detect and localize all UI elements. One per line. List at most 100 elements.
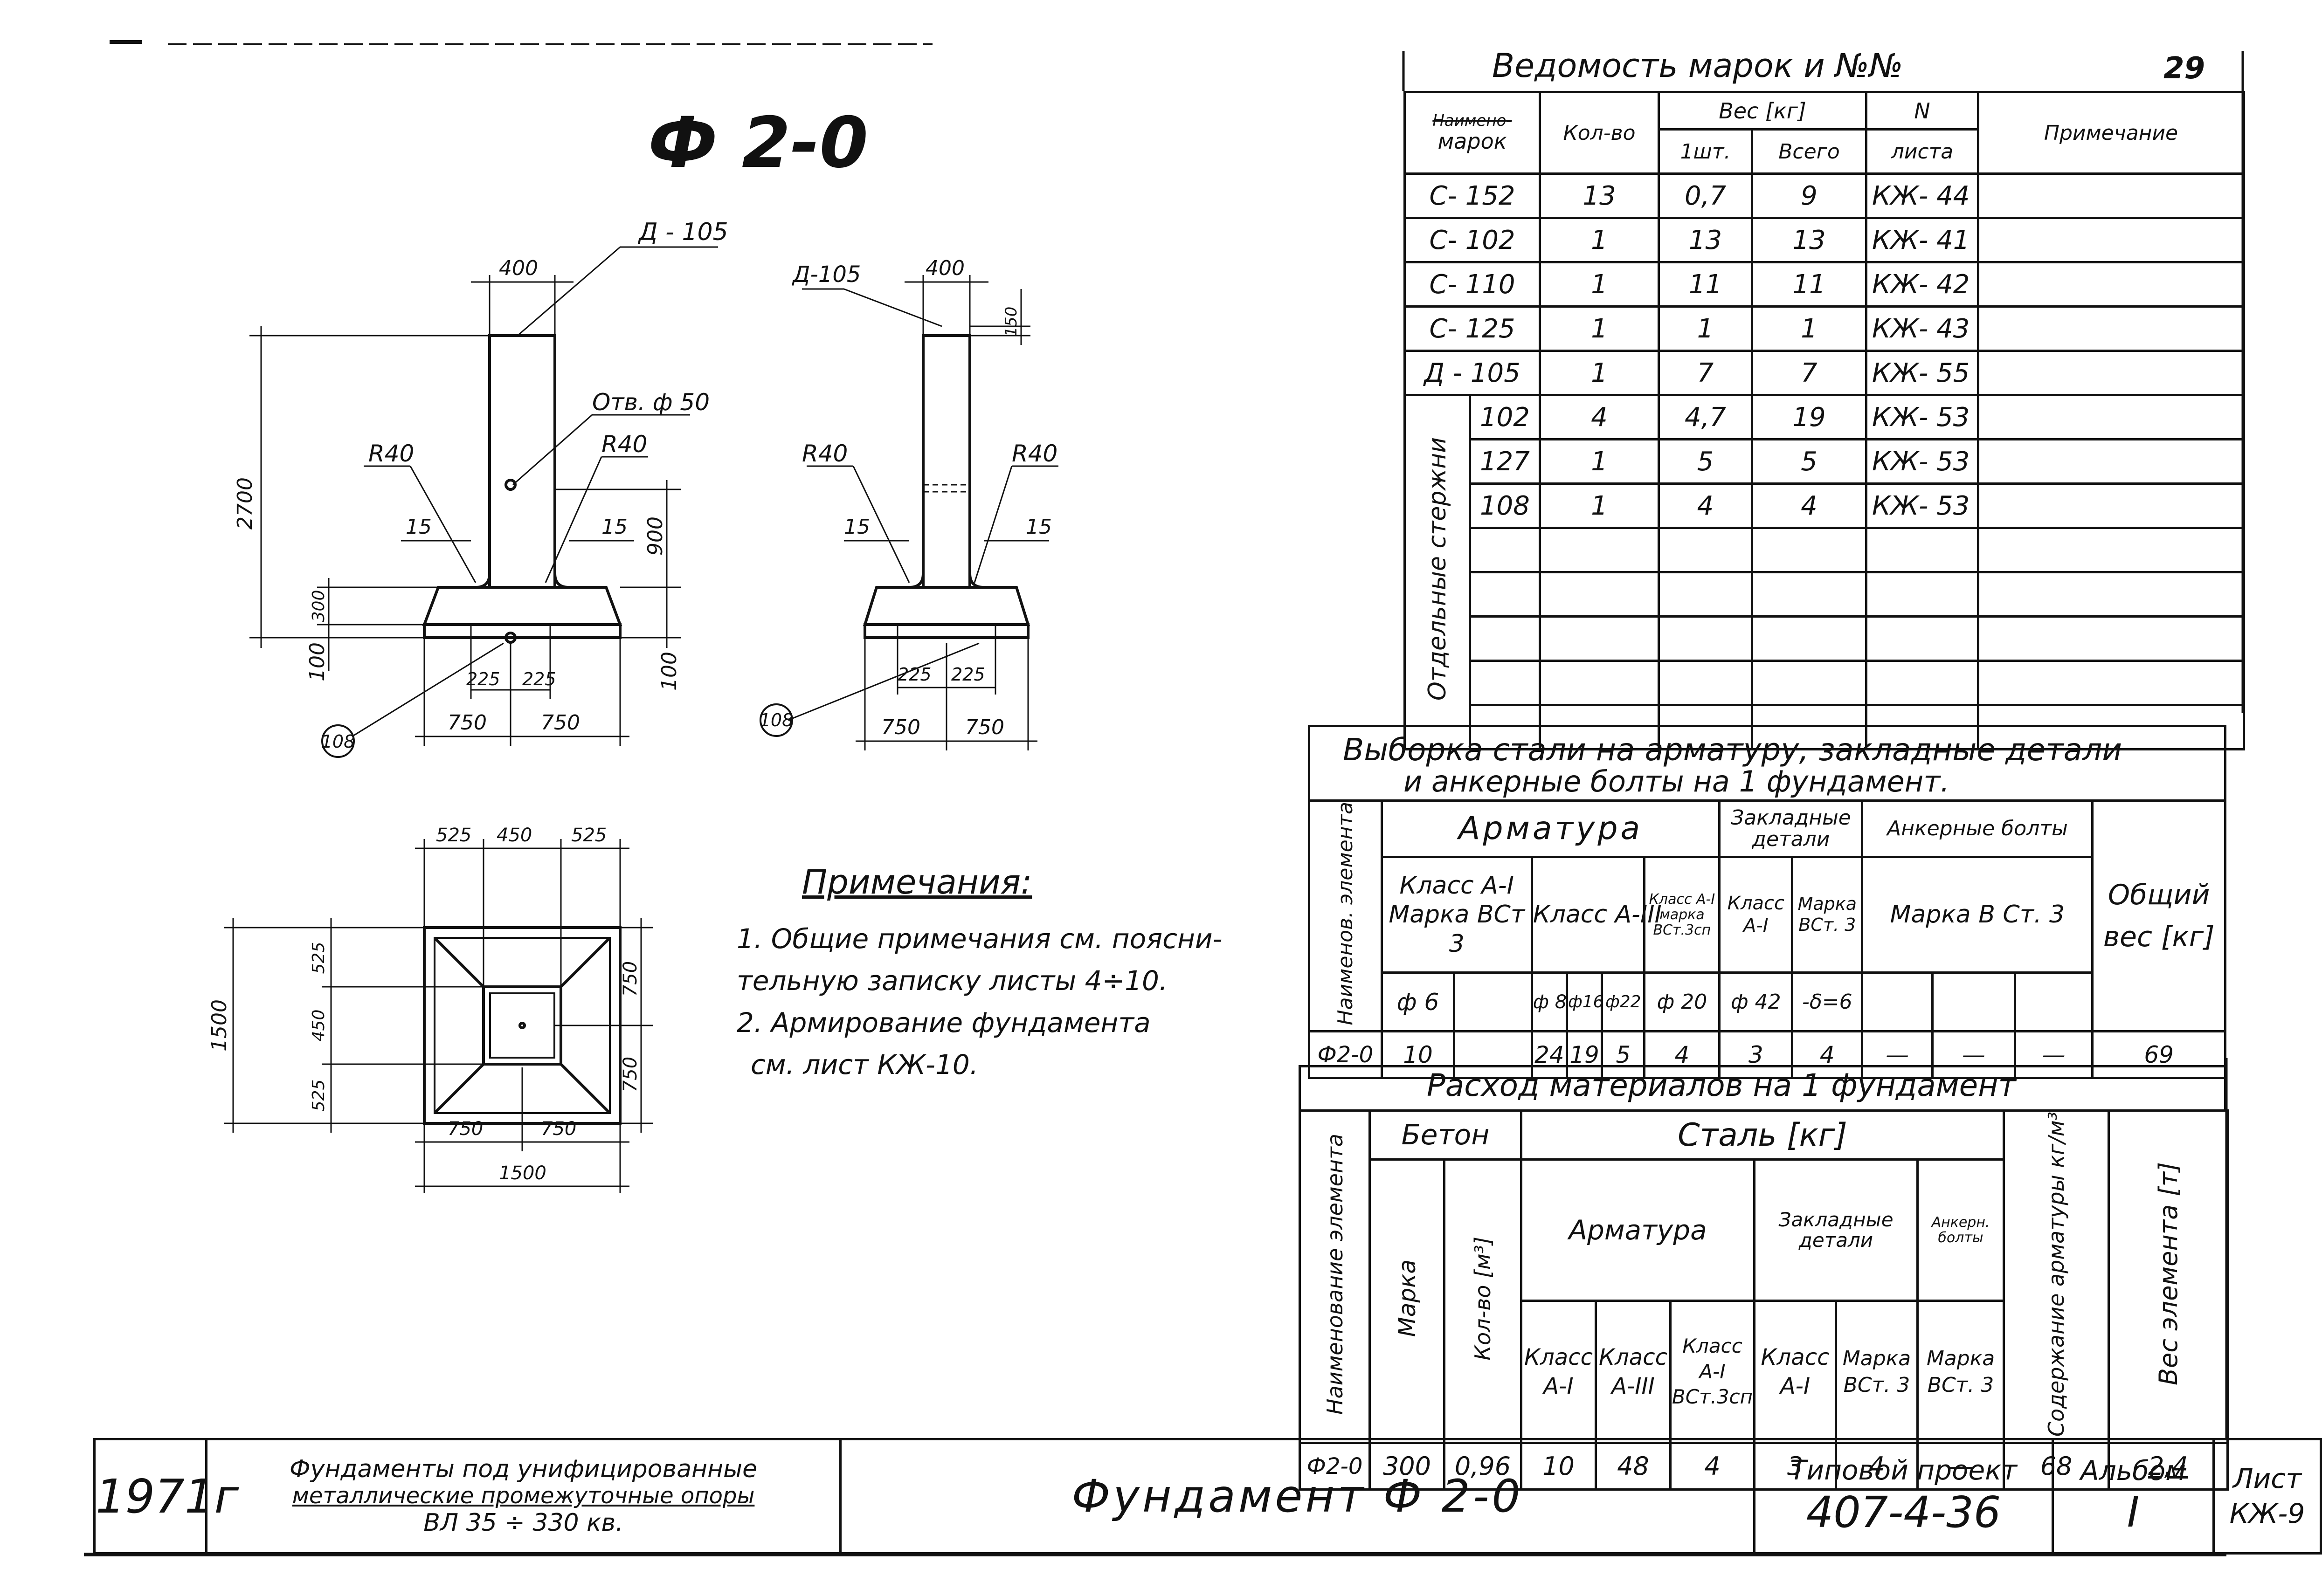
head-anchor: Анкерн. болты — [1916, 1158, 2005, 1302]
cell: 4,7 — [1658, 394, 1753, 440]
cell: КЖ- 53 — [1865, 394, 1979, 440]
cell: 1 — [1658, 305, 1753, 352]
cell — [1977, 482, 2245, 529]
dim-text: 400 — [499, 256, 538, 280]
head-steel: Сталь [кг] — [1520, 1109, 2005, 1161]
cell: С- 102 — [1403, 217, 1541, 263]
cell: 4 — [1643, 1030, 1721, 1080]
table-row — [1405, 571, 2245, 618]
table-row: Ф2-0 10 24 19 5 4 3 4 — — — 69 — [1308, 1030, 2226, 1080]
head-d22: ф22 — [1601, 971, 1646, 1033]
dim-text: 1500 — [499, 1163, 546, 1184]
balloon-text: 108 — [760, 710, 794, 730]
cell — [2013, 971, 2094, 1033]
cell: 7 — [1751, 350, 1867, 396]
head-mark-name: Наимено- марок — [1403, 91, 1541, 175]
cell: 102 — [1469, 394, 1541, 440]
cell: 19 — [1751, 394, 1867, 440]
dim-text: 15 — [601, 515, 628, 539]
head-a1-sp: Класс А-I ВСт.3сп — [1669, 1300, 1755, 1445]
head-total-weight: Общий вес [кг] — [2091, 799, 2226, 1033]
cell: КЖ- 41 — [1865, 217, 1979, 263]
left-dimension-lines — [249, 246, 718, 746]
cell: 4 — [1539, 394, 1660, 440]
head-mark: Марка — [1368, 1158, 1445, 1445]
cell — [1453, 1030, 1533, 1080]
cell: 127 — [1469, 438, 1541, 485]
right-dimension-lines — [788, 275, 1058, 750]
title-block-album: Альбом I — [2052, 1438, 2215, 1555]
head-anchor-mark: Марка В Ст. 3 — [1861, 855, 2094, 974]
cell: 0,7 — [1658, 172, 1753, 219]
table-row — [1405, 660, 2245, 706]
head-reinforcement-content: Содержание арматуры кг/м³ — [2003, 1109, 2110, 1445]
title-block-sheet: Лист КЖ-9 — [2212, 1438, 2322, 1555]
dim-text: 100 — [657, 652, 681, 691]
head-armatura: Арматура — [1520, 1158, 1755, 1302]
cell: 13 — [1751, 217, 1867, 263]
cell: 13 — [1539, 172, 1660, 219]
dim-text: 750 — [620, 961, 641, 997]
cell — [1861, 971, 1934, 1033]
dim-text: 750 — [448, 711, 487, 735]
cell: 9 — [1751, 172, 1867, 219]
head-n: N — [1865, 91, 1979, 131]
head-wall: Всего — [1751, 128, 1867, 175]
head-qty: Кол-во — [1539, 91, 1660, 175]
cell — [1977, 438, 2245, 485]
side-label-bars: Отдельные стержни — [1403, 394, 1471, 750]
cell: — — [1861, 1030, 1934, 1080]
notes-line: 1. Общие примечания см. поясни- — [737, 923, 1223, 955]
dim-text: 750 — [541, 1118, 576, 1140]
head-d20: ф 20 — [1643, 971, 1721, 1033]
head-embed-mark: Марка ВСт. 3 — [1791, 855, 1864, 974]
materials-table-title: Расход материалов на 1 фундамент — [1427, 1067, 2016, 1103]
head-armatura: Арматура — [1380, 799, 1721, 858]
dim-text: Отв. ф 50 — [592, 389, 710, 416]
title-block: 1971г Фундаменты под унифицированные мет… — [93, 1438, 2322, 1555]
head-class-a3: Класс А-III — [1530, 855, 1662, 974]
table-row: С- 102 1 13 13 КЖ- 41 — [1403, 217, 2245, 263]
drawing-title: Ф 2-0 — [648, 103, 868, 184]
cell: КЖ- 53 — [1865, 482, 1979, 529]
cell: С- 110 — [1403, 261, 1541, 308]
marks-table-title: Ведомость марок и №№ — [1492, 47, 1903, 85]
dim-text: 525 — [571, 825, 607, 846]
head-anchor: Анкерные болты — [1861, 799, 2094, 858]
cell: 7 — [1658, 350, 1753, 396]
cell: 1 — [1539, 350, 1660, 396]
head-embed-a1: Класс А-I — [1753, 1300, 1837, 1445]
cell — [1977, 172, 2245, 219]
dim-text: Д-105 — [792, 261, 861, 288]
head-note: Примечание — [1977, 91, 2245, 175]
cell: Ф2-0 — [1308, 1030, 1383, 1080]
cell: 4 — [1751, 482, 1867, 529]
head-element-name: Наименов. элемента — [1308, 799, 1383, 1033]
marks-table: Наимено- марок Кол-во Вес [кг] N Примеча… — [1403, 91, 2245, 750]
cell — [1977, 350, 2245, 396]
head-d42: ф 42 — [1718, 971, 1794, 1033]
head-anchor-mark: Марка ВСт. 3 — [1916, 1300, 2005, 1445]
dim-text: 150 — [1002, 307, 1021, 337]
cell: 1 — [1539, 482, 1660, 529]
dim-text: 2700 — [233, 477, 257, 530]
cell: 11 — [1751, 261, 1867, 308]
table-row — [1405, 527, 2245, 573]
header-rule — [110, 40, 933, 45]
table-row: С- 152 13 0,7 9 КЖ- 44 — [1403, 172, 2245, 219]
table-row: С- 110 1 11 11 КЖ- 42 — [1403, 261, 2245, 308]
cell: 1 — [1539, 305, 1660, 352]
right-elevation — [863, 334, 1030, 639]
table-row: Д - 105 1 7 7 КЖ- 55 — [1403, 350, 2245, 396]
head-class-a1-sp: Класс А-I марка ВСт.3сп — [1643, 855, 1721, 974]
cell: 4 — [1658, 482, 1753, 529]
cell: КЖ- 44 — [1865, 172, 1979, 219]
head-d6: ф 6 — [1380, 971, 1456, 1033]
cell: 1 — [1751, 305, 1867, 352]
notes-heading: Примечания: — [802, 862, 1032, 901]
dim-text: 225 — [466, 669, 500, 689]
dim-text: R40 — [1012, 440, 1057, 467]
head-d8: ф 8 — [1530, 971, 1568, 1033]
cell: — — [2013, 1030, 2094, 1080]
dim-text: 525 — [309, 942, 328, 974]
